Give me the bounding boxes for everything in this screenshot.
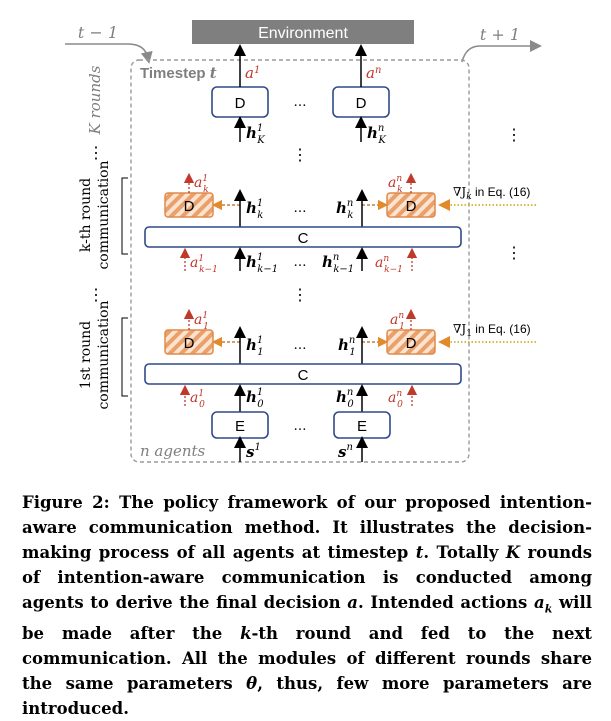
action-an-final: an — [366, 64, 381, 82]
ellipsis-kth-bottom: … — [294, 255, 307, 270]
ellipsis-kth-top: … — [294, 201, 307, 216]
t-prev-arrow — [65, 43, 153, 64]
first-comm-label: communication — [96, 300, 112, 409]
state-sn: sn — [338, 442, 353, 461]
svg-text:D: D — [184, 198, 195, 215]
svg-text:E: E — [235, 418, 245, 435]
grad-1-label: ∇J1 in Eq. (16) — [453, 322, 531, 339]
t-prev-label: t − 1 — [78, 23, 118, 42]
final-decoder-agent1: D — [211, 86, 269, 118]
ellipsis-first-top: … — [294, 338, 307, 353]
first-intention-decoder-n: D — [386, 329, 436, 355]
svg-text:C: C — [298, 230, 309, 247]
agents-label: n agents — [140, 442, 206, 460]
action-a1-final: a1 — [245, 64, 260, 82]
environment-block: Environment — [192, 20, 414, 44]
t-next-arrow — [461, 40, 542, 63]
vdots-right-top: ⋮ — [506, 125, 522, 144]
svg-text:C: C — [298, 367, 309, 384]
environment-label: Environment — [258, 25, 348, 42]
kth-round-label: k-th round — [78, 178, 94, 252]
first-bracket — [121, 317, 128, 397]
kth-bracket — [121, 177, 128, 255]
svg-text:E: E — [357, 418, 367, 435]
policy-framework-diagram: Environment t − 1 t + 1 Timestep t n age… — [65, 20, 542, 463]
encoder-agentn: E — [333, 411, 391, 439]
grad-k-label: ∇Jk in Eq. (16) — [453, 185, 530, 202]
vdots-right-kth: ⋮ — [506, 243, 522, 262]
kth-intention-decoder-1: D — [164, 192, 214, 218]
vdots-center-mid: ⋮ — [292, 285, 308, 304]
first-round-label: 1st round — [78, 321, 94, 389]
svg-text:D: D — [406, 198, 417, 215]
left-vdots-mid: ⋮ — [88, 285, 104, 304]
timestep-label: Timestep t — [140, 64, 217, 82]
ellipsis-encoders: … — [294, 419, 307, 434]
rounds-label: K rounds — [86, 65, 104, 135]
svg-text:D: D — [184, 335, 195, 352]
kth-comm-module: C — [144, 226, 462, 248]
svg-text:D: D — [406, 335, 417, 352]
first-intention-decoder-1: D — [164, 329, 214, 355]
t-next-label: t + 1 — [480, 25, 520, 44]
encoder-agent1: E — [211, 411, 269, 439]
kth-intention-decoder-n: D — [386, 192, 436, 218]
left-vdots-top: ⋮ — [88, 143, 104, 162]
final-decoder-agentn: D — [332, 86, 390, 118]
figure-caption: Figure 2: The policy framework of our pr… — [22, 493, 593, 719]
ellipsis-top-decoders: … — [294, 95, 307, 110]
state-s1: s1 — [246, 442, 261, 461]
kth-comm-label: communication — [96, 160, 112, 269]
svg-text:D: D — [235, 95, 246, 112]
timestep-frame — [130, 59, 470, 463]
svg-text:D: D — [356, 95, 367, 112]
vdots-center-top: ⋮ — [292, 145, 308, 164]
first-comm-module: C — [144, 363, 462, 385]
